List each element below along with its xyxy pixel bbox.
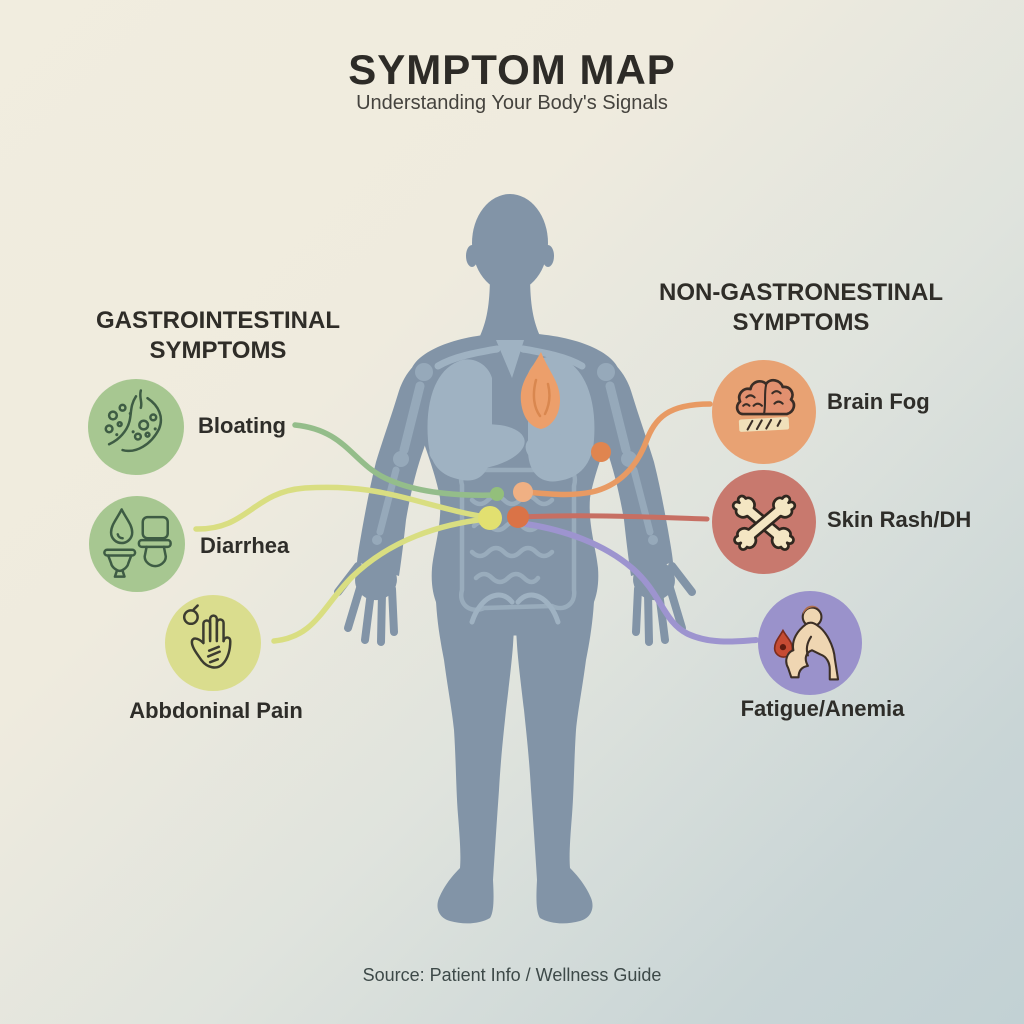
left-fingers	[334, 562, 398, 646]
right-fingers	[632, 562, 696, 646]
dot-green	[490, 487, 504, 501]
intestines-doodle	[458, 465, 578, 612]
page-title: SYMPTOM MAP	[348, 46, 676, 93]
crossed-bones-icon	[712, 470, 816, 574]
left-leg	[435, 565, 515, 924]
left-heading-line2: SYMPTOMS	[149, 337, 287, 364]
symptom-marker-dots	[478, 442, 611, 530]
inner-organs	[427, 340, 595, 625]
ear-right	[542, 245, 554, 267]
brain-fog-label: Brain Fog	[827, 389, 930, 414]
flame-inner-lines	[532, 378, 551, 418]
right-palm	[633, 559, 675, 601]
right-section-heading: NON-GASTRONESTINAL SYMPTOMS	[640, 278, 962, 338]
hand-on-belly-icon	[165, 595, 261, 691]
right-heading-line1: NON-GASTRONESTINAL	[659, 279, 943, 306]
connector-brain-fog	[521, 401, 713, 498]
ear-left	[466, 245, 478, 267]
right-leg	[515, 565, 595, 924]
bloating-circle	[88, 379, 184, 475]
connector-bloating	[292, 422, 499, 498]
tired-person-blood-drop-icon	[758, 591, 862, 695]
dot-peach	[513, 482, 533, 502]
page-subtitle: Understanding Your Body's Signals	[356, 92, 668, 114]
dot-elbow	[591, 442, 611, 462]
left-palm	[355, 559, 397, 601]
right-heading-line2: SYMPTOMS	[732, 309, 870, 336]
fatigue-anemia-label: Fatigue/Anemia	[740, 696, 905, 721]
diarrhea-label: Diarrhea	[200, 533, 290, 558]
left-section-heading: GASTROINTESTINAL SYMPTOMS	[58, 306, 378, 366]
dot-orange	[507, 506, 529, 528]
flame-icon	[520, 352, 560, 429]
dot-yellow	[478, 506, 502, 530]
brain-icon	[712, 360, 816, 464]
connector-abdominal-pain	[271, 516, 490, 644]
drop-toilet-icon	[89, 496, 185, 592]
connector-fatigue	[523, 521, 759, 645]
bloating-label: Bloating	[198, 413, 286, 438]
stomach-bubbles-icon	[88, 379, 184, 475]
source-note: Source: Patient Info / Wellness Guide	[362, 965, 662, 985]
hunched-person	[785, 605, 840, 681]
connector-skin-rash	[516, 513, 710, 522]
liver	[429, 424, 525, 470]
left-heading-line1: GASTROINTESTINAL	[96, 307, 340, 334]
human-body-silhouette	[334, 194, 696, 924]
abdominal-pain-label: Abbdoninal Pain	[129, 698, 303, 723]
abdominal-pain-circle	[165, 595, 261, 691]
skin-rash-label: Skin Rash/DH	[827, 507, 972, 532]
connector-diarrhea	[193, 484, 491, 532]
blood-drop	[773, 628, 794, 658]
neck	[480, 272, 540, 336]
stomach-organ	[525, 432, 587, 472]
head	[472, 194, 548, 292]
